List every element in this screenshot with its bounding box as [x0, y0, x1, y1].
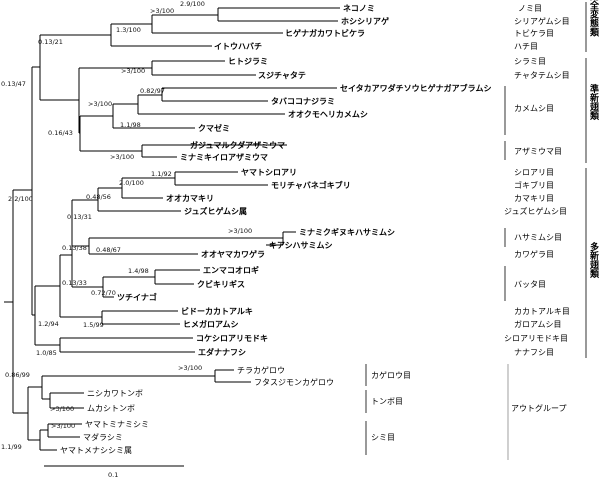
support-value: >3/100 — [110, 153, 134, 161]
order-label: ハチ目 — [514, 42, 538, 51]
order-label: ガロアムシ目 — [514, 319, 561, 329]
orthoptera-label: バッタ目 — [514, 280, 546, 289]
support-value: 1.2/94 — [38, 320, 59, 328]
taxon-label: ヒゲナガカワトビケラ — [285, 28, 365, 38]
taxon-label: ネコノミ — [343, 3, 375, 13]
support-value: 0.13/33 — [62, 279, 87, 287]
support-value: >3/100 — [50, 405, 74, 413]
order-label: シロアリ目 — [514, 168, 554, 177]
support-value: 1.1/92 — [151, 170, 172, 178]
order-label: ゴキブリ目 — [514, 180, 554, 190]
taxon-label: オオヤマカワゲラ — [201, 249, 265, 259]
support-value: 2.2/100 — [8, 195, 33, 203]
scale-bar-label: 0.1 — [108, 471, 118, 479]
support-value: 1.4/98 — [128, 267, 149, 275]
taxon-label: オオクモヘリカメムシ — [288, 109, 368, 119]
support-value: 0.86/99 — [5, 371, 30, 379]
support-value: 0.13/38 — [62, 244, 87, 252]
taxon-label: クビキリギス — [197, 279, 245, 289]
order-label: カカトアルキ目 — [514, 307, 570, 316]
taxon-label: ヤマトミナミシミ — [85, 420, 149, 429]
taxon-label: ヤマトシロアリ — [241, 168, 297, 177]
taxon-label: マダラシミ — [83, 432, 123, 442]
taxon-label: セイタカアワダチソウヒゲナガアブラムシ — [340, 83, 491, 93]
support-value: 1.1/99 — [1, 443, 22, 451]
taxon-labels: ネコノミ ホシシリアゲ ヒゲナガカワトビケラ イトウハバチ ヒトジラミ スジチャ… — [60, 3, 491, 455]
taxon-label: モリチャバネゴキブリ — [271, 180, 351, 190]
tree-branches — [4, 7, 340, 467]
order-label: カワゲラ目 — [514, 249, 554, 259]
odonata-label: トンボ目 — [371, 397, 403, 406]
support-value: 0.13/47 — [1, 80, 26, 88]
outgroup-label: アウトグループ — [511, 403, 567, 413]
order-label: シロアリモドキ目 — [504, 334, 568, 343]
support-value: 1.3/100 — [116, 26, 141, 34]
taxon-label: スジチャタテ — [258, 70, 306, 80]
order-label: ノミ目 — [518, 4, 542, 13]
taxon-label: ヤマトメナシシミ属 — [60, 446, 132, 455]
taxon-label: ジュズヒゲムシ属 — [184, 206, 247, 216]
taxon-label: エダナナフシ — [198, 347, 246, 357]
support-value: 0.16/43 — [48, 129, 73, 137]
order-label: ナナフシ目 — [514, 348, 554, 357]
order-label: カマキリ目 — [514, 194, 554, 203]
taxon-label: イトウハバチ — [214, 42, 262, 51]
support-value: 2.9/100 — [180, 0, 205, 8]
taxon-label: ヒメガロアムシ — [183, 319, 238, 329]
taxon-label: ムカシトンボ — [87, 404, 135, 413]
taxon-label: フタスジモンカゲロウ — [254, 377, 334, 387]
dermaptera-label: ハサミムシ目 — [514, 233, 562, 242]
order-label: ジュズヒゲムシ目 — [504, 206, 567, 216]
support-value: >3/100 — [228, 227, 252, 235]
paraneoptera-label: 準新翅類 — [588, 83, 599, 121]
support-value: 0.48/67 — [96, 246, 121, 254]
taxon-label: ミナミクギヌキハサミムシ — [299, 227, 395, 237]
order-label: チャタテムシ目 — [514, 71, 570, 80]
support-value: 0.13/21 — [38, 38, 63, 46]
taxon-label: ホシシリアゲ — [341, 16, 389, 26]
taxon-label: エンマコオロギ — [203, 265, 259, 275]
support-value: 1.5/99 — [83, 321, 104, 329]
support-value: >3/100 — [178, 364, 202, 372]
support-values: 2.9/100 >3/100 1.3/100 0.13/21 >3/100 0.… — [1, 0, 252, 451]
holometabola-label: 完全変態類 — [588, 0, 599, 37]
support-value: >3/100 — [121, 67, 145, 75]
taxon-label: ニシカワトンボ — [87, 389, 143, 398]
taxon-label: タバココナジラミ — [271, 96, 335, 106]
taxon-label: キアシハサミムシ — [269, 241, 332, 250]
order-label: トビケラ目 — [514, 29, 554, 38]
taxon-label: ミナミキイロアザミウマ — [180, 153, 268, 162]
support-value: 0.13/31 — [67, 213, 92, 221]
taxon-label: ヒトジラミ — [228, 57, 268, 66]
taxon-label: チラカゲロウ — [237, 365, 285, 375]
hemiptera-label: カメムシ目 — [514, 104, 554, 113]
support-value: 1.1/98 — [120, 121, 141, 129]
order-label: シラミ目 — [514, 57, 546, 66]
support-value: >3/100 — [150, 7, 174, 15]
order-annotations: ノミ目 シリアゲムシ目 トビケラ目 ハチ目 シラミ目 チャタテムシ目 カメムシ目… — [365, 4, 570, 455]
group-annotations: 完全変態類 準新翅類 多新翅類 アウトグループ — [507, 0, 599, 460]
polyneoptera-label: 多新翅類 — [588, 241, 599, 279]
support-value: >3/100 — [88, 100, 112, 108]
order-label: シリアゲムシ目 — [514, 16, 570, 26]
support-value: 0.72/70 — [91, 289, 116, 297]
taxon-label: クマゼミ — [198, 123, 230, 133]
ephemeroptera-label: カゲロウ目 — [371, 370, 411, 380]
support-value: >3/100 — [51, 422, 75, 430]
support-value: 2.0/100 — [119, 179, 144, 187]
thysanoptera-label: アザミウマ目 — [514, 147, 562, 156]
support-value: 1.0/85 — [36, 349, 57, 357]
taxon-label: ツチイナゴ — [117, 292, 157, 302]
taxon-label: コケシロアリモドキ — [196, 334, 268, 343]
zygentoma-label: シミ目 — [371, 433, 395, 442]
support-value: 0.82/97 — [140, 87, 165, 95]
taxon-label: オオカマキリ — [166, 194, 214, 203]
taxon-label: ガジュマルクダアザミウマ — [190, 140, 285, 150]
taxon-label: ビドーカカトアルキ — [181, 306, 253, 316]
support-value: 0.48/56 — [86, 193, 111, 201]
